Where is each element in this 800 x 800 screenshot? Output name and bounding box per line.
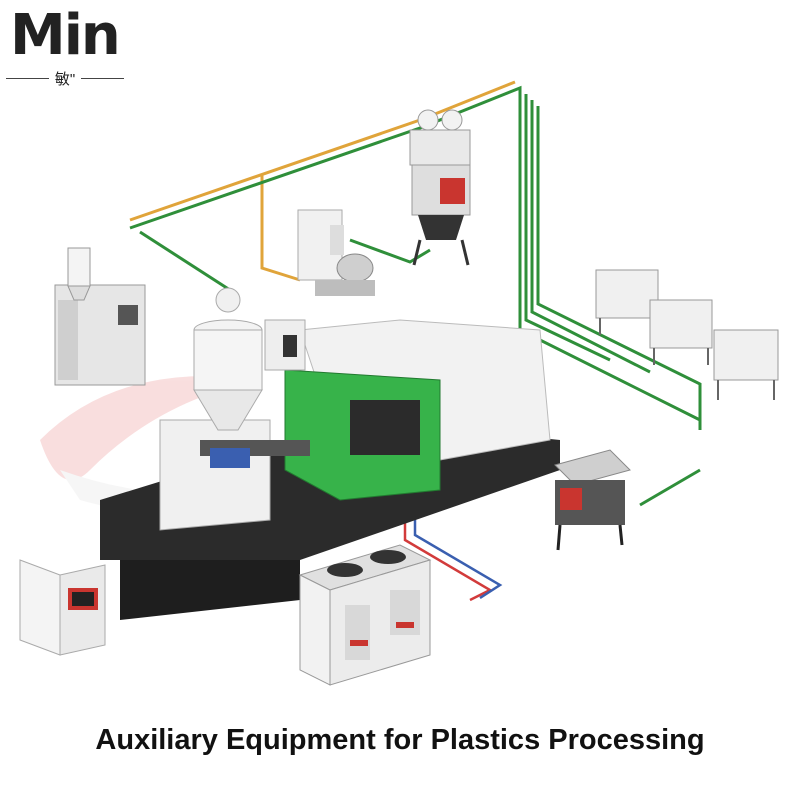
pipe-green-1 <box>129 85 701 422</box>
dehumidifying-dryer-icon <box>54 247 146 386</box>
page-caption: Auxiliary Equipment for Plastics Process… <box>95 724 705 756</box>
injection-molding-machine-icon <box>100 319 560 620</box>
logo-rule-right <box>81 78 125 79</box>
logo-submark: 敏" <box>6 68 125 89</box>
hopper-dryer-icon <box>193 287 306 431</box>
pipe-green-4 <box>530 100 651 374</box>
brand-logo: Min 敏" <box>6 4 126 90</box>
dosing-mixer-icon <box>409 109 471 266</box>
pipe-green-7 <box>639 468 701 507</box>
pipe-green-5 <box>536 106 702 430</box>
pipe-green-3 <box>524 94 611 362</box>
logo-submark-text: 敏" <box>54 71 76 88</box>
logo-rule-left <box>6 78 49 79</box>
pipe-green-2 <box>139 230 231 292</box>
granulator-icon <box>554 449 631 551</box>
material-conveying-pipes <box>129 80 702 507</box>
pipe-orange-drop <box>260 175 301 282</box>
mold-temperature-controller-icon <box>19 559 106 656</box>
vacuum-loader-icon <box>297 209 375 296</box>
pipe-green-6 <box>349 238 431 264</box>
chiller-icon <box>298 544 432 686</box>
logo-wordmark: Min <box>10 3 121 68</box>
storage-bin-icon <box>595 269 779 400</box>
